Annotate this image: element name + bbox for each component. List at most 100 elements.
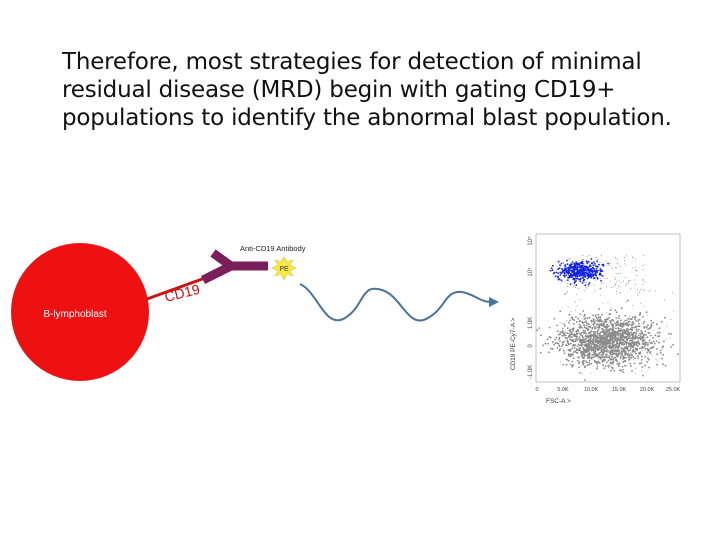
gray-population-dot [603,343,605,346]
blast-population-dot [586,274,589,277]
gray-population-dot [643,327,645,329]
gray-population-dot [656,348,658,350]
gray-population-dot [656,353,658,356]
blast-population-dot [576,278,577,280]
gray-population-dot [641,370,643,372]
gray-population-dot [649,351,652,354]
flow-cytometry-plot: 10⁵ 10⁴ 1.0K 0 -1.0K CD19 PE-Cy7-A > 0 5… [510,233,681,405]
gray-population-dot [630,353,633,356]
gray-population-dot [611,307,613,309]
gray-population-dot [630,365,632,367]
gray-population-dot [590,356,593,359]
blast-population-dot [560,262,563,265]
gray-population-dot [620,332,623,335]
gray-population-dot [604,331,607,333]
gray-population-dot [536,329,539,332]
gray-population-dot [639,347,641,350]
gray-population-dot [647,331,650,334]
gray-population-dot [670,346,672,348]
cell-label: B-lymphoblast [43,309,107,320]
gray-population-dot [640,355,643,358]
gray-population-dot [639,311,642,314]
gray-population-dot [622,339,624,342]
gray-population-dot [638,314,641,316]
gray-population-dot [603,340,605,343]
gray-population-dot [652,345,655,348]
blast-population-dot [632,257,634,258]
blast-population-dot [550,267,553,270]
gray-population-dot [578,323,581,326]
gray-population-dot [611,355,614,358]
gray-population-dot [615,352,618,354]
gray-population-dot [619,343,621,345]
gray-population-dot [575,349,578,352]
gray-population-dot [606,336,609,339]
gray-population-dot [677,353,679,355]
gray-population-dot [641,345,643,348]
blast-population-dot [619,286,621,288]
gray-population-dot [617,347,619,349]
gray-population-dot [595,314,597,316]
blast-population-dot [587,260,590,263]
gray-population-dot [616,341,619,344]
gray-population-dot [603,356,606,359]
gray-population-dot [636,344,638,347]
gray-population-dot [618,315,621,317]
gray-population-dot [631,340,634,342]
gray-population-dot [562,347,564,349]
gray-population-dot [584,343,587,346]
gray-population-dot [592,330,595,333]
blast-population-dot [597,265,599,268]
blast-population-dot [620,281,622,283]
gray-population-dot [596,355,599,358]
gray-population-dot [638,318,641,321]
gray-population-dot [596,365,599,368]
blast-population-dot [601,255,602,256]
gray-population-dot [646,347,649,350]
blast-population-dot [644,263,646,265]
blast-population-dot [643,290,645,291]
gray-population-dot [581,320,583,323]
gray-population-dot [644,348,647,350]
gray-population-dot [563,323,566,326]
gray-population-dot [573,333,575,336]
gray-population-dot [592,319,595,322]
gray-population-dot [618,362,621,365]
gray-population-dot [609,353,612,356]
gray-population-dot [572,338,574,341]
gray-population-dot [621,329,624,332]
blast-population-dot [575,263,578,265]
gray-population-dot [601,355,604,357]
gray-population-dot [571,365,573,368]
gray-population-dot [589,326,592,329]
blast-population-dot [570,265,573,268]
gray-population-dot [630,356,633,359]
gray-population-dot [617,334,620,337]
gray-population-dot [638,362,641,365]
gray-population-dot [626,333,629,336]
gray-population-dot [594,339,597,342]
gray-population-dot [560,361,562,363]
gray-population-dot [661,357,663,360]
gray-population-dot [561,330,564,333]
gray-population-dot [616,359,618,361]
blast-population-dot [555,271,558,274]
gray-population-dot [598,320,601,323]
x-tick-label: 10.0K [584,387,599,393]
gray-population-dot [590,357,593,360]
gray-population-dot [626,341,629,344]
gray-population-dot [608,364,611,367]
blast-population-dot [609,264,611,266]
gray-population-dot [579,340,581,343]
blast-population-dot [567,268,570,271]
gray-population-dot [623,349,626,352]
gray-population-dot [608,313,611,316]
gray-population-dot [582,360,585,362]
blast-population-dot [599,278,601,280]
gray-population-dot [623,343,626,346]
blast-population-dot [549,269,552,272]
gray-population-dot [573,344,576,346]
blast-population-dot [595,267,598,270]
gray-population-dot [563,335,565,337]
